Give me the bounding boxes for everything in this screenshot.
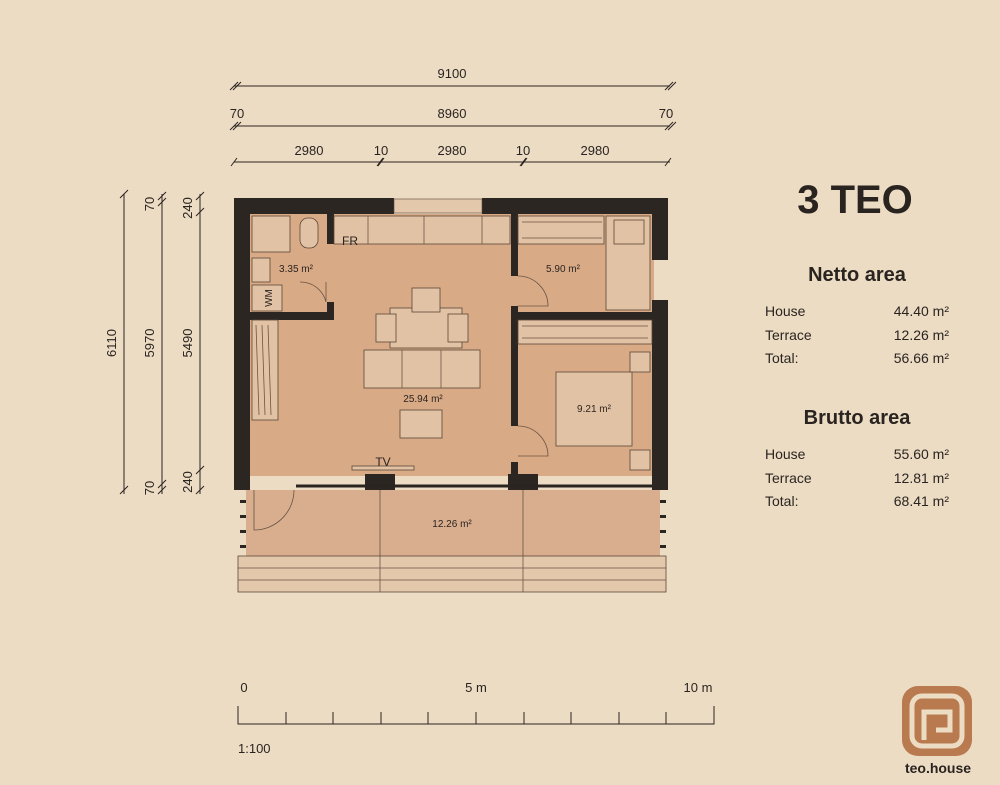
terrace: 12.26 m² bbox=[237, 489, 667, 593]
dim-total-depth: 6110 bbox=[104, 329, 119, 357]
furniture: WM FR TV bbox=[251, 215, 653, 471]
dim-total-width: 9100 bbox=[438, 66, 467, 81]
row-value: 12.26 m² bbox=[893, 327, 949, 343]
fridge-label: FR bbox=[342, 234, 358, 248]
dim-top-b: 240 bbox=[180, 197, 195, 219]
dim-inner-depth: 5970 bbox=[142, 329, 157, 358]
row-value: 55.60 m² bbox=[893, 446, 949, 462]
plan-title: 3 TEO bbox=[797, 178, 913, 222]
row-label: Terrace bbox=[765, 470, 812, 486]
scale-ratio: 1:100 bbox=[238, 741, 271, 756]
side-dimensions: 6110 5970 5490 70 240 70 240 bbox=[104, 189, 205, 495]
walls bbox=[234, 198, 668, 490]
bathroom-area: 3.35 m² bbox=[279, 264, 314, 275]
dim-segment: 2980 bbox=[581, 143, 610, 158]
row-value: 12.81 m² bbox=[893, 470, 949, 486]
dim-bottom-b: 240 bbox=[180, 471, 195, 493]
netto-row: Total: 56.66 m² bbox=[765, 350, 949, 366]
row-label: Total: bbox=[765, 493, 799, 509]
small-bedroom-area: 5.90 m² bbox=[546, 264, 581, 275]
netto-row: House 44.40 m² bbox=[765, 303, 949, 319]
scale-label-10: 10 m bbox=[684, 680, 713, 695]
tv-label: TV bbox=[375, 455, 390, 469]
row-value: 56.66 m² bbox=[893, 350, 949, 366]
top-dimensions: 9100 8960 70 70 2980 10 2980 10 2980 bbox=[229, 66, 677, 167]
washing-machine-label: WM bbox=[264, 289, 275, 307]
living-area: 25.94 m² bbox=[403, 394, 443, 405]
dim-segment: 2980 bbox=[438, 143, 467, 158]
dim-segment: 10 bbox=[516, 143, 530, 158]
brutto-row: House 55.60 m² bbox=[765, 446, 949, 462]
row-value: 44.40 m² bbox=[893, 303, 949, 319]
dim-segment: 10 bbox=[374, 143, 388, 158]
dim-top-a: 70 bbox=[142, 197, 157, 211]
teo-logo-icon bbox=[902, 686, 972, 756]
row-label: Total: bbox=[765, 350, 799, 366]
brutto-row: Total: 68.41 m² bbox=[765, 493, 949, 509]
brutto-row: Terrace 12.81 m² bbox=[765, 470, 949, 486]
brutto-heading: Brutto area bbox=[803, 407, 911, 429]
dim-bottom-a: 70 bbox=[142, 481, 157, 495]
dim-inner-width: 8960 bbox=[438, 106, 467, 121]
brand-name: teo.house bbox=[904, 760, 972, 776]
scale-label-0: 0 bbox=[240, 680, 247, 695]
dim-room-depth: 5490 bbox=[180, 329, 195, 358]
row-label: House bbox=[765, 303, 806, 319]
netto-row: Terrace 12.26 m² bbox=[765, 327, 949, 343]
row-value: 68.41 m² bbox=[893, 493, 949, 509]
dim-right-offset: 70 bbox=[659, 106, 673, 121]
terrace-area: 12.26 m² bbox=[432, 519, 472, 530]
dim-segment: 2980 bbox=[295, 143, 324, 158]
scale-bar: 0 5 m 10 m 1:100 bbox=[237, 680, 715, 756]
netto-heading: Netto area bbox=[808, 264, 906, 286]
row-label: Terrace bbox=[765, 327, 812, 343]
row-label: House bbox=[765, 446, 806, 462]
dim-left-offset: 70 bbox=[230, 106, 244, 121]
scale-label-5: 5 m bbox=[465, 680, 487, 695]
bedroom-area: 9.21 m² bbox=[577, 404, 612, 415]
